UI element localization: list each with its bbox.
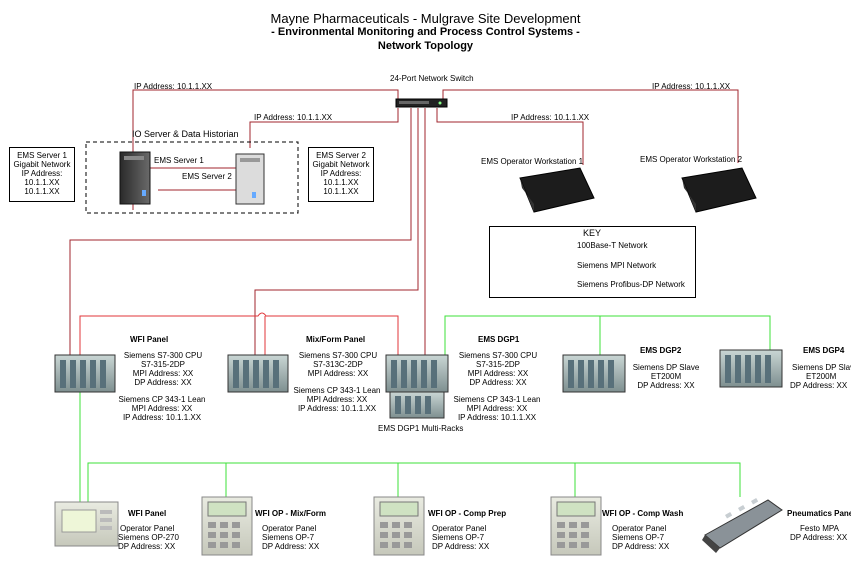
op-mixform-name: WFI OP - Mix/Form <box>255 509 326 518</box>
panel-mixform-cp-0: Siemens CP 343-1 Lean <box>293 386 381 395</box>
panel-dgp2-info-1: ET200M <box>650 372 682 381</box>
legend-item-profibus: Siemens Profibus-DP Network <box>577 280 685 289</box>
mpi-line <box>79 312 399 355</box>
panel-dgp1-multi-label: EMS DGP1 Multi-Racks <box>378 424 464 433</box>
panel-dgp1-cpu-3: DP Address: XX <box>469 378 527 387</box>
op-compprep-info-0: Operator Panel <box>432 524 487 533</box>
plc-rack-mixform-icon <box>227 354 289 393</box>
panel-dgp2-info-2: DP Address: XX <box>637 381 695 390</box>
ip-label-right: IP Address: 10.1.1.XX <box>652 82 731 91</box>
op7-compwash-icon <box>550 496 602 556</box>
ip-label-ws1: IP Address: 10.1.1.XX <box>511 113 590 122</box>
op-wfi-name: WFI Panel <box>128 509 167 518</box>
panel-wfi-name: WFI Panel <box>130 335 169 344</box>
legend-title: KEY <box>583 228 602 238</box>
plc-rack-dgp1-multi-icon <box>389 391 445 419</box>
plc-rack-dgp1-icon <box>385 354 449 393</box>
op-mixform-info-1: Siemens OP-7 <box>262 533 315 542</box>
server2-label: EMS Server 2 <box>182 172 232 181</box>
panel-dgp1-cpu-1: S7-315-2DP <box>475 360 521 369</box>
panel-dgp2-info-0: Siemens DP Slave <box>632 363 700 372</box>
ethernet-line-ws1 <box>436 108 584 165</box>
ethernet-line-mixform <box>254 108 419 355</box>
panel-dgp4-info-0: Siemens DP Slave <box>792 363 851 372</box>
op-compwash-info-2: DP Address: XX <box>612 542 670 551</box>
op-compprep-name: WFI OP - Comp Prep <box>428 509 507 518</box>
ethernet-line-wfi <box>69 108 412 355</box>
panel-mixform-cpu-1: S7-313C-2DP <box>313 360 363 369</box>
network-switch-icon <box>395 98 448 108</box>
panel-mixform-name: Mix/Form Panel <box>306 335 366 344</box>
server2-icon <box>235 153 265 205</box>
legend-box <box>489 226 696 298</box>
switch-label: 24-Port Network Switch <box>390 74 474 83</box>
panel-dgp4-info-2: DP Address: XX <box>790 381 848 390</box>
workstation1-icon <box>519 167 595 213</box>
op-compwash-info-0: Operator Panel <box>612 524 667 533</box>
op270-panel-icon <box>54 501 119 547</box>
server1-info-box: EMS Server 1 Gigabit Network IP Address:… <box>9 147 75 202</box>
workstation2-label: EMS Operator Workstation 2 <box>640 155 743 164</box>
panel-wfi-cp-2: IP Address: 10.1.1.XX <box>122 413 202 422</box>
op-mixform-info-2: DP Address: XX <box>262 542 320 551</box>
ip-label-server2: IP Address: 10.1.1.XX <box>254 113 333 122</box>
panel-mixform-cpu-0: Siemens S7-300 CPU <box>298 351 378 360</box>
diagram-subtitle: - Environmental Monitoring and Process C… <box>271 26 580 38</box>
server-group-box <box>85 141 299 214</box>
panel-mixform-cpu-2: MPI Address: XX <box>307 369 369 378</box>
panel-dgp2-name: EMS DGP2 <box>640 346 682 355</box>
panel-dgp1-cp-1: MPI Address: XX <box>466 404 528 413</box>
profibus-line-dgp2 <box>444 315 601 355</box>
panel-dgp1-cpu-2: MPI Address: XX <box>467 369 529 378</box>
op-pneumatics-info-1: DP Address: XX <box>790 533 848 542</box>
panel-wfi-cpu-3: DP Address: XX <box>134 378 192 387</box>
festo-mpa-icon <box>702 498 783 553</box>
legend-item-ethernet: 100Base-T Network <box>577 241 648 250</box>
panel-wfi-cp-1: MPI Address: XX <box>131 404 193 413</box>
panel-wfi-cpu-2: MPI Address: XX <box>132 369 194 378</box>
op-wfi-info-1: Siemens OP-270 <box>118 533 179 542</box>
diagram-title: Mayne Pharmaceuticals - Mulgrave Site De… <box>270 11 581 26</box>
op-wfi-info-2: DP Address: XX <box>118 542 176 551</box>
server1-icon <box>119 151 151 205</box>
panel-dgp1-cp-0: Siemens CP 343-1 Lean <box>453 395 541 404</box>
panel-dgp1-cpu-0: Siemens S7-300 CPU <box>458 351 538 360</box>
plc-rack-dgp2-icon <box>562 354 626 393</box>
ip-label-left: IP Address: 10.1.1.XX <box>134 82 213 91</box>
op-mixform-info-0: Operator Panel <box>262 524 317 533</box>
op-wfi-info-0: Operator Panel <box>120 524 175 533</box>
op-compwash-info-1: Siemens OP-7 <box>612 533 665 542</box>
server1-label: EMS Server 1 <box>154 156 204 165</box>
ethernet-line-server2 <box>249 108 399 148</box>
server2-info-box: EMS Server 2 Gigabit Network IP Address:… <box>308 147 374 202</box>
op-compprep-info-1: Siemens OP-7 <box>432 533 485 542</box>
panel-dgp4-info-1: ET200M <box>806 372 837 381</box>
panel-wfi-cpu-0: Siemens S7-300 CPU <box>123 351 203 360</box>
server-group-label: IO Server & Data Historian <box>132 129 239 139</box>
panel-wfi-cpu-1: S7-315-2DP <box>140 360 186 369</box>
profibus-line-ops <box>87 462 741 510</box>
op-pneumatics-info-0: Festo MPA <box>800 524 839 533</box>
workstation2-icon <box>681 167 757 213</box>
plc-rack-wfi-icon <box>54 354 116 393</box>
panel-mixform-cp-1: MPI Address: XX <box>306 395 368 404</box>
workstation1-label: EMS Operator Workstation 1 <box>481 157 584 166</box>
panel-wfi-cp-0: Siemens CP 343-1 Lean <box>118 395 206 404</box>
op-pneumatics-name: Pneumatics Panel <box>787 509 851 518</box>
diagram-subtitle-2: Network Topology <box>377 40 474 52</box>
profibus-line-dgp4 <box>600 315 771 350</box>
op7-compprep-icon <box>373 496 425 556</box>
ethernet-line-server1 <box>132 89 399 210</box>
plc-rack-dgp4-icon <box>719 349 783 388</box>
panel-dgp1-name: EMS DGP1 <box>478 335 520 344</box>
op7-mixform-icon <box>201 496 253 556</box>
panel-dgp4-name: EMS DGP4 <box>803 346 845 355</box>
ethernet-line-ws2 <box>442 89 739 163</box>
panel-mixform-cp-2: IP Address: 10.1.1.XX <box>297 404 377 413</box>
legend-item-mpi: Siemens MPI Network <box>577 261 657 270</box>
op-compwash-name: WFI OP - Comp Wash <box>602 509 684 518</box>
panel-dgp1-cp-2: IP Address: 10.1.1.XX <box>457 413 537 422</box>
op-compprep-info-2: DP Address: XX <box>432 542 490 551</box>
